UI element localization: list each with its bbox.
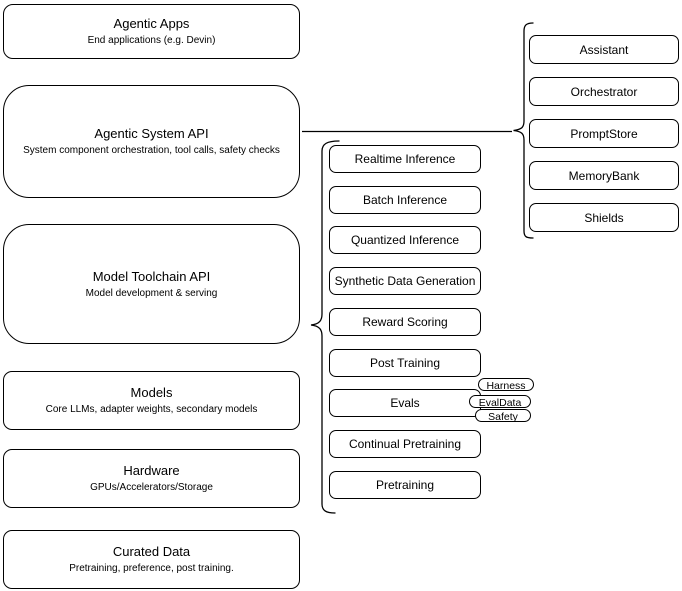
box-agentic-apps: Agentic Apps End applications (e.g. Devi… — [3, 4, 300, 59]
box-subtitle: Pretraining, preference, post training. — [69, 563, 234, 574]
box-subtitle: Core LLMs, adapter weights, secondary mo… — [45, 404, 258, 415]
toolchain-item-continual-pretraining: Continual Pretraining — [329, 430, 481, 458]
toolchain-item-evals: Evals — [329, 389, 481, 417]
box-subtitle: End applications (e.g. Devin) — [87, 35, 216, 46]
toolchain-item-batch-inference: Batch Inference — [329, 186, 481, 214]
system-item-orchestrator: Orchestrator — [529, 77, 679, 106]
toolchain-item-synthetic-data-generation: Synthetic Data Generation — [329, 267, 481, 295]
box-model-toolchain-api: Model Toolchain API Model development & … — [3, 224, 300, 344]
box-subtitle: GPUs/Accelerators/Storage — [90, 482, 213, 493]
eval-tag-evaldata: EvalData — [469, 395, 531, 409]
box-subtitle: System component orchestration, tool cal… — [23, 145, 280, 156]
toolchain-item-pretraining: Pretraining — [329, 471, 481, 499]
box-hardware: Hardware GPUs/Accelerators/Storage — [3, 449, 300, 508]
toolchain-item-post-training: Post Training — [329, 349, 481, 377]
box-title: Hardware — [123, 463, 180, 478]
box-title: Model Toolchain API — [92, 268, 211, 284]
box-subtitle: Model development & serving — [85, 287, 218, 299]
box-models: Models Core LLMs, adapter weights, secon… — [3, 371, 300, 430]
box-title: Models — [130, 385, 173, 400]
system-item-shields: Shields — [529, 203, 679, 232]
toolchain-item-realtime-inference: Realtime Inference — [329, 145, 481, 173]
box-title: Curated Data — [112, 544, 191, 559]
toolchain-item-quantized-inference: Quantized Inference — [329, 226, 481, 254]
box-title: Agentic Apps — [113, 16, 190, 31]
eval-tag-safety: Safety — [475, 409, 531, 423]
system-item-memorybank: MemoryBank — [529, 161, 679, 190]
box-curated-data: Curated Data Pretraining, preference, po… — [3, 530, 300, 589]
box-title: Agentic System API — [94, 126, 209, 141]
eval-tag-harness: Harness — [478, 378, 534, 392]
toolchain-item-reward-scoring: Reward Scoring — [329, 308, 481, 336]
system-item-assistant: Assistant — [529, 35, 679, 64]
system-item-promptstore: PromptStore — [529, 119, 679, 148]
box-agentic-system-api: Agentic System API System component orch… — [3, 85, 300, 198]
